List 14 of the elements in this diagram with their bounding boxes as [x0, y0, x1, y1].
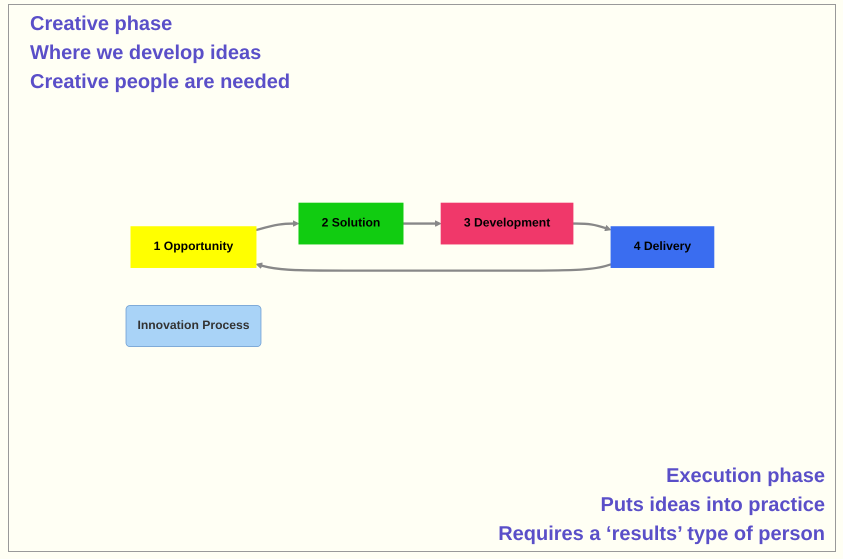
arrow — [403, 220, 442, 228]
note-text: Where we develop ideas — [30, 41, 262, 66]
note-text: Creative people are needed — [30, 70, 290, 95]
node-box: 4 Delivery — [610, 226, 714, 268]
note-text: Requires a ‘results’ type of person — [498, 522, 825, 547]
node-box: 2 Solution — [298, 202, 404, 245]
arrow — [573, 222, 612, 232]
node-box: 3 Development — [440, 202, 574, 245]
note-text: Execution phase — [665, 464, 825, 489]
note-text: Creative phase — [30, 12, 174, 37]
node-box: 1 Opportunity — [130, 226, 256, 268]
note-text: Puts ideas into practice — [599, 493, 825, 518]
arrow — [256, 220, 300, 232]
arrow — [256, 262, 612, 272]
